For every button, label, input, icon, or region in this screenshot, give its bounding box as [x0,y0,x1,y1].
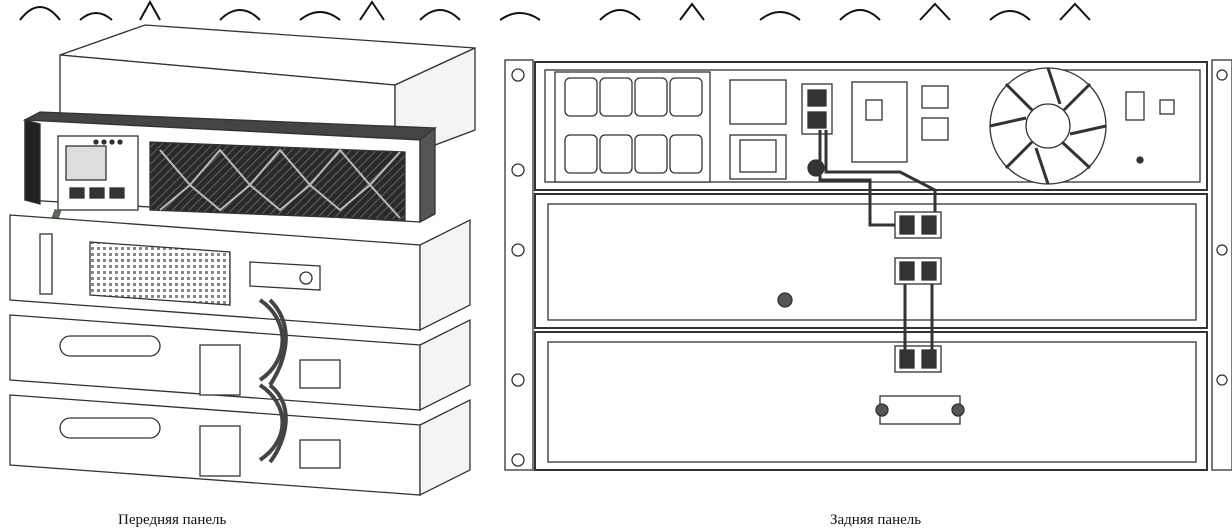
rj45-port-1 [921,85,949,109]
front-battery-cables [258,298,288,464]
control-button-3 [109,187,125,199]
rear-battery-cables [818,130,937,352]
lcd-screen [65,145,107,181]
battery-module-1 [9,314,471,412]
usb-port [1159,99,1175,115]
front-bezel [22,111,437,224]
ups-main-module [9,214,471,332]
rear-battery-module-2 [534,331,1208,471]
serial-port [1125,91,1145,121]
front-panel-caption: Передняя панель [118,512,227,528]
control-button-1 [69,187,85,199]
blank-cover-plate [879,395,961,425]
status-led-row [93,139,123,145]
cooling-fan [989,67,1107,185]
high-current-outlet [729,79,787,125]
ups-rear-panel [534,61,1208,191]
hatched-grille [149,141,406,221]
rack-ear-right [1211,59,1232,471]
vent-grid [89,241,231,306]
battery-module-2 [9,394,471,497]
breaker [807,159,825,177]
rack-mount-holes [511,68,1228,467]
output-socket-bank [554,71,711,183]
communication-slot [851,81,908,163]
rear-ups-assembly [504,59,1232,471]
control-button-2 [89,187,105,199]
rear-panel-caption: Задняя панель [830,512,922,528]
rear-battery-module-1 [534,193,1208,329]
front-ups-assembly [9,24,476,497]
rack-ear-left [504,59,534,471]
cropped-heading-fragment [19,0,1091,21]
rj45-port-2 [921,117,949,141]
